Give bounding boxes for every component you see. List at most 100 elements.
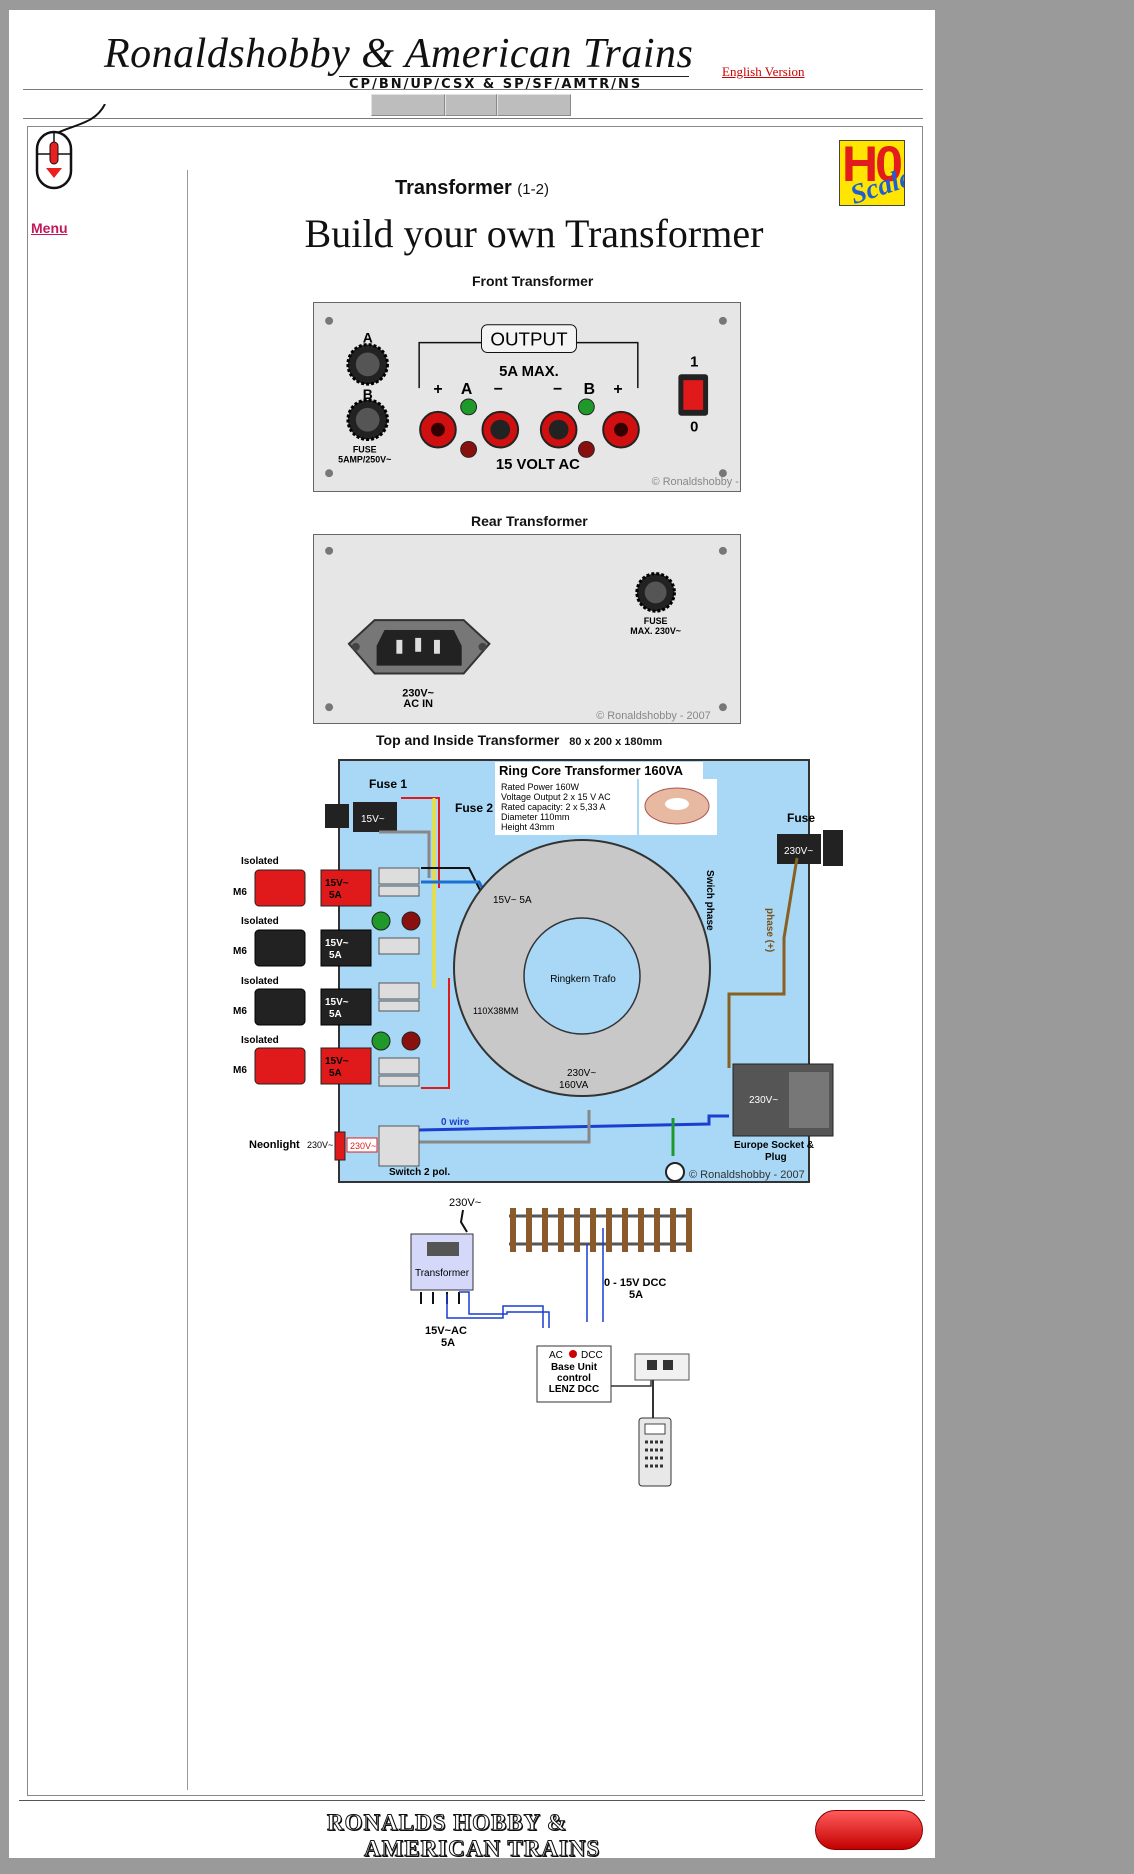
out-current: 5A	[441, 1337, 455, 1349]
page-heading: Build your own Transformer	[304, 211, 764, 256]
nav-divider	[23, 118, 923, 119]
isolated-3: Isolated	[241, 976, 279, 987]
isolated-4: Isolated	[241, 1035, 279, 1046]
label-b-out: B	[584, 381, 595, 398]
site-title: Ronaldshobby & American Trains	[104, 31, 694, 77]
footer-divider	[19, 1800, 925, 1801]
m6-3: M6	[233, 1006, 247, 1017]
base-label-3: LENZ DCC	[549, 1384, 600, 1395]
rear-caption: Rear Transformer	[471, 513, 588, 529]
spec-3: Diameter 110mm	[501, 812, 569, 822]
jack-2-a: 5A	[329, 950, 342, 961]
rear-fuse-label: FUSE	[644, 616, 668, 626]
nav-button-2[interactable]	[445, 94, 497, 116]
socket-label-1: Europe Socket &	[734, 1140, 814, 1151]
nav-button-3[interactable]	[497, 94, 571, 116]
footer-red-button[interactable]	[815, 1810, 923, 1850]
front-fuse-rating: 5AMP/250V~	[338, 454, 391, 464]
footer-line-2: AMERICAN TRAINS	[363, 1836, 601, 1862]
front-fuse-label: FUSE	[353, 444, 377, 454]
base-ac-label: AC	[549, 1350, 563, 1361]
fuse-right-label: Fuse	[787, 811, 815, 825]
jack-2-v: 15V~	[325, 938, 349, 949]
throttle-handset-icon	[638, 1417, 672, 1487]
core-size: 110X38MM	[473, 1006, 518, 1016]
neon-lamp-icon	[334, 1131, 346, 1161]
switch-phase-label: Swich phase	[704, 870, 715, 931]
jack-3-icon	[254, 988, 306, 1026]
volt-label: 15 VOLT AC	[496, 457, 580, 473]
nav-button-1[interactable]	[371, 94, 445, 116]
neonlight-label: Neonlight	[249, 1139, 300, 1151]
track-icon	[510, 1208, 692, 1252]
output-label: OUTPUT	[490, 329, 568, 350]
neon-voltage-1: 230V~	[307, 1140, 333, 1150]
mains-label: 230V~	[449, 1197, 481, 1209]
mouse-icon[interactable]	[35, 104, 115, 204]
ground-screw-icon	[665, 1162, 685, 1182]
neon-voltage-2: 230V~	[350, 1141, 376, 1151]
menu-link[interactable]: Menu	[31, 220, 68, 236]
base-label-1: Base Unit	[551, 1362, 598, 1373]
sidebar-divider	[187, 170, 188, 1790]
front-label-a: A	[363, 330, 373, 346]
jack-1-icon	[254, 869, 306, 907]
footer-line-1: RONALDS HOBBY &	[326, 1810, 568, 1836]
fuse2-label: Fuse 2	[455, 801, 493, 815]
front-label-b: B	[363, 386, 373, 402]
isolated-2: Isolated	[241, 916, 279, 927]
core-rating-1: 230V~	[567, 1068, 596, 1079]
section-page: (1-2)	[517, 181, 549, 198]
rear-fuse-rating: MAX. 230V~	[630, 626, 681, 636]
inside-dimensions: 80 x 200 x 180mm	[569, 736, 663, 748]
m6-1: M6	[233, 887, 247, 898]
jack-1-v: 15V~	[325, 878, 349, 889]
section-title: Transformer (1-2)	[9, 177, 935, 200]
front-transformer-panel: A B FUSE 5AMP/250V~ OUTPUT 5A MAX. + A −…	[313, 302, 741, 492]
plus-b: +	[613, 381, 622, 398]
jack-4-a: 5A	[329, 1068, 342, 1079]
ho-text: H0	[842, 140, 903, 192]
fuse1-label: Fuse 1	[369, 777, 407, 791]
plus-a: +	[433, 381, 442, 398]
inside-copyright: © Ronaldshobby - 2007	[689, 1169, 805, 1181]
title-rule	[339, 76, 689, 77]
wiring-diagram: 230V~ Transformer 15V~AC 5A 0 - 15V DCC …	[410, 1197, 692, 1487]
jack-1-a: 5A	[329, 890, 342, 901]
spec-4: Height 43mm	[501, 822, 555, 832]
front-copyright: © Ronaldshobby - 2007	[652, 476, 741, 488]
jack-4-icon	[254, 1047, 306, 1085]
page: Ronaldshobby & American Trains CP/BN/UP/…	[9, 10, 935, 1862]
english-version-link[interactable]: English Version	[722, 64, 805, 79]
ac-in-label: AC IN	[403, 698, 433, 710]
jack-3-v: 15V~	[325, 997, 349, 1008]
spec-0: Rated Power 160W	[501, 782, 580, 792]
site-subtitle: CP/BN/UP/CSX & SP/SF/AMTR/NS	[349, 77, 643, 92]
socket-voltage: 230V~	[749, 1095, 778, 1106]
jack-2-icon	[254, 929, 306, 967]
core-rating-2: 160VA	[559, 1080, 589, 1091]
jack-4-v: 15V~	[325, 1056, 349, 1067]
ho-scale-badge: H0 Scale	[839, 140, 905, 206]
dcc-voltage: 0 - 15V DCC	[604, 1277, 666, 1289]
content-frame	[27, 126, 923, 1796]
spec-2: Rated capacity: 2 x 5,33 A	[501, 802, 606, 812]
inside-caption: Top and Inside Transformer 80 x 200 x 18…	[376, 732, 662, 748]
fuse1-voltage: 15V~	[361, 814, 385, 825]
switch-2pol-icon	[378, 1125, 420, 1167]
dcc-current: 5A	[629, 1289, 643, 1301]
spec-1: Voltage Output 2 x 15 V AC	[501, 792, 611, 802]
switch-2pol-label: Switch 2 pol.	[389, 1167, 450, 1178]
ac-in-voltage: 230V~	[402, 687, 434, 699]
inside-transformer-diagram: Ring Core Transformer 160VA Rated Power …	[233, 759, 843, 1183]
base-dcc-label: DCC	[581, 1350, 603, 1361]
section-title-text: Transformer	[395, 177, 512, 199]
m6-2: M6	[233, 946, 247, 957]
fuse-right-voltage: 230V~	[784, 846, 813, 857]
max-label: 5A MAX.	[499, 364, 559, 380]
isolated-1: Isolated	[241, 856, 279, 867]
socket-label-2: Plug	[765, 1152, 787, 1163]
nav-bar	[371, 94, 571, 116]
m6-4: M6	[233, 1065, 247, 1076]
switch-off-label: 0	[690, 420, 698, 436]
